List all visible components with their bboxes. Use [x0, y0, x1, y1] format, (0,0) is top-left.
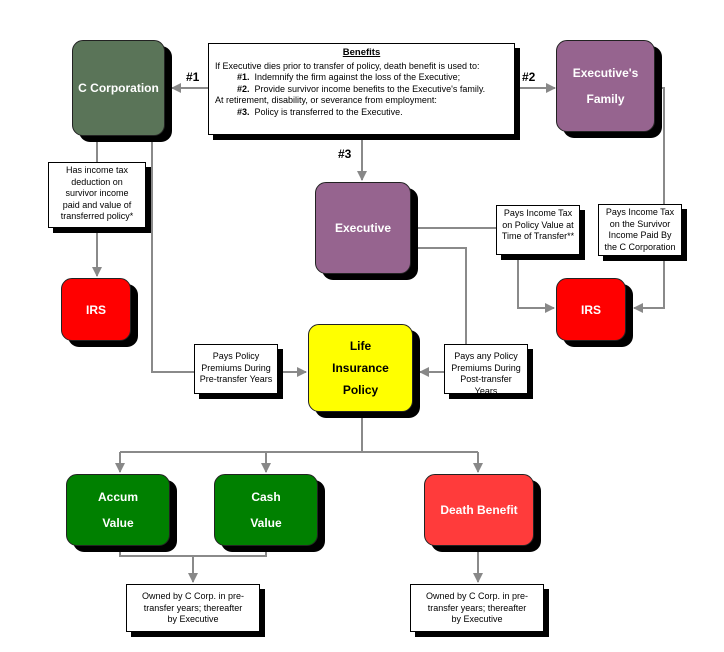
benefits-title: Benefits — [342, 47, 381, 58]
owned-by-note-left: Owned by C Corp. in pre- transfer years;… — [126, 584, 260, 632]
note-line: Time of Transfer** — [501, 231, 575, 241]
family-label-line1: Executive's — [572, 66, 639, 80]
note-line: Owned by C Corp. in pre- — [425, 591, 529, 601]
cash-label-line1: Cash — [251, 490, 281, 504]
note-line: paid and value of — [62, 199, 132, 210]
benefits-retirement: At retirement, disability, or severance … — [215, 95, 437, 105]
note-line: Post-transfer Years — [460, 374, 512, 396]
life-insurance-policy-node: Life Insurance Policy — [308, 324, 413, 412]
benefits-item-3: #3. Policy is transferred to the Executi… — [237, 106, 403, 117]
arrow-label-1: #1 — [186, 70, 200, 84]
irs-left-label: IRS — [85, 302, 106, 317]
note-line: Pays Policy — [212, 351, 260, 361]
note-line: by Executive — [167, 614, 219, 624]
c-corporation-node: C Corporation — [72, 40, 165, 136]
note-line: survivor income — [65, 188, 129, 198]
accum-label-line1: Accum — [97, 490, 138, 504]
line-accum-down — [119, 546, 267, 557]
note-line: transfer years; thereafter — [427, 602, 527, 613]
note-line: Owned by C Corp. in pre- — [141, 591, 245, 601]
benefits-item-1: #1. Indemnify the firm against the loss … — [237, 72, 461, 82]
benefits-item-2: #2. Provide survivor income benefits to … — [237, 83, 486, 94]
note-line: Has income tax — [65, 165, 129, 175]
note-line: Pays any Policy — [454, 351, 518, 361]
note-line: Pays Income Tax — [503, 208, 573, 218]
life-label-line3: Policy — [342, 383, 379, 397]
irs-left-node: IRS — [61, 278, 131, 341]
owned-by-note-right: Owned by C Corp. in pre- transfer years;… — [410, 584, 544, 632]
death-benefit-node: Death Benefit — [424, 474, 534, 546]
pays-tax-transfer-note: Pays Income Tax on Policy Value at Time … — [496, 205, 580, 255]
accum-label-line2: Value — [102, 516, 134, 530]
post-transfer-premiums-note: Pays any Policy Premiums During Post-tra… — [444, 344, 528, 396]
life-label-line2: Insurance — [332, 361, 389, 375]
executives-family-node: Executive's Family — [556, 40, 655, 132]
tax-deduction-note: Has income tax deduction on survivor inc… — [48, 162, 146, 228]
arrow-label-2: #2 — [522, 70, 536, 84]
benefits-intro: If Executive dies prior to transfer of p… — [215, 60, 480, 71]
cash-label-line2: Value — [250, 516, 282, 530]
pre-transfer-premiums-note: Pays Policy Premiums During Pre-transfer… — [194, 344, 278, 394]
note-line: Pre-transfer Years — [199, 374, 273, 384]
arrow-executive-to-life — [411, 247, 467, 377]
arrow-family-to-irs-right — [633, 87, 665, 313]
note-line: deduction on — [71, 176, 123, 187]
death-benefit-label: Death Benefit — [440, 503, 518, 517]
benefits-box: Benefits If Executive dies prior to tran… — [208, 43, 515, 135]
irs-right-label: IRS — [580, 302, 601, 317]
c-corporation-label: C Corporation — [78, 81, 159, 95]
pays-tax-survivor-note: Pays Income Tax on the Survivor Income P… — [598, 204, 682, 256]
note-line: Pays Income Tax — [605, 207, 675, 217]
note-line: transferred policy* — [60, 211, 134, 221]
family-label-line2: Family — [586, 92, 625, 106]
arrow-executive-to-irs-right — [411, 227, 555, 313]
arrow-label-3: #3 — [338, 147, 352, 161]
line-life-down — [120, 412, 363, 453]
accum-value-node: Accum Value — [66, 474, 170, 546]
arrow-ccorp-to-life — [151, 136, 307, 377]
irs-right-node: IRS — [556, 278, 626, 341]
executive-node: Executive — [315, 182, 411, 274]
executive-label: Executive — [334, 221, 392, 235]
note-line: the C Corporation — [604, 241, 676, 252]
note-line: Premiums During — [451, 362, 521, 373]
note-line: by Executive — [451, 614, 503, 624]
note-line: transfer years; thereafter — [143, 602, 243, 613]
note-line: Premiums During — [201, 362, 271, 373]
note-line: Income Paid By — [608, 230, 672, 240]
note-line: on Policy Value at — [502, 219, 574, 230]
note-line: on the Survivor — [609, 218, 671, 229]
cash-value-node: Cash Value — [214, 474, 318, 546]
life-label-line1: Life — [349, 339, 372, 353]
